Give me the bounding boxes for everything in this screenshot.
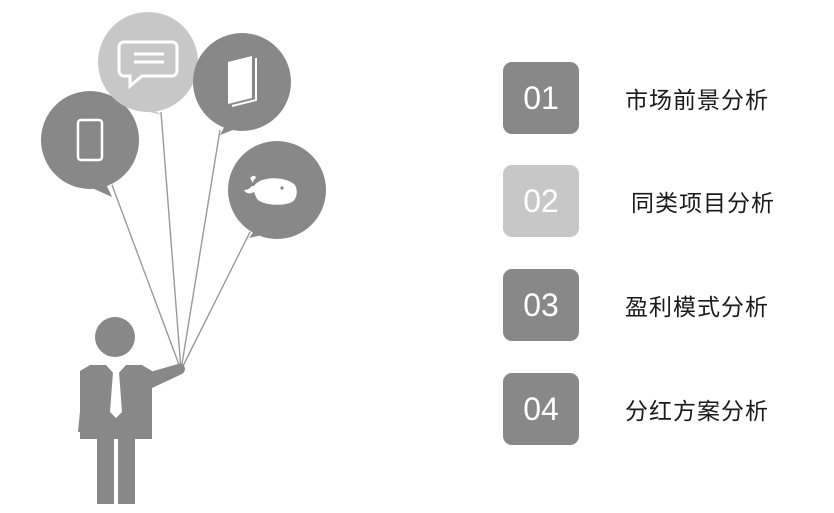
man-head	[95, 317, 135, 357]
agenda-label: 同类项目分析	[631, 191, 775, 217]
agenda-number-badge: 01	[503, 62, 579, 134]
chat-bubble-icon	[117, 40, 179, 90]
agenda-number-badge: 04	[503, 373, 579, 445]
agenda-number-badge: 03	[503, 269, 579, 341]
string-chat	[160, 111, 182, 371]
man-raised-arm	[150, 363, 185, 388]
agenda-item-4: 04 分红方案分析	[503, 373, 823, 445]
whale-icon	[244, 175, 297, 205]
balloon-man-illustration	[41, 12, 326, 504]
balloon-book	[193, 33, 291, 135]
man-tie	[110, 372, 122, 418]
agenda-item-1: 01 市场前景分析	[503, 62, 823, 134]
string-whale	[180, 231, 251, 371]
balloon-whale	[228, 141, 326, 239]
man-left-arm	[78, 370, 94, 432]
agenda-label: 市场前景分析	[625, 88, 769, 114]
agenda-item-3: 03 盈利模式分析	[503, 269, 823, 341]
balloon-phone	[41, 91, 139, 197]
man-right-leg	[118, 436, 135, 504]
phone-icon	[76, 118, 104, 162]
string-book	[180, 129, 221, 371]
agenda-label: 分红方案分析	[625, 399, 769, 425]
string-phone	[111, 184, 182, 371]
man-collar	[105, 364, 127, 376]
agenda-item-2: 02 同类项目分析	[503, 165, 823, 237]
balloon-chat	[98, 12, 198, 115]
agenda-label: 盈利模式分析	[625, 295, 769, 321]
agenda-number-badge: 02	[503, 165, 579, 237]
businessman-figure	[78, 317, 185, 504]
balloon-strings	[111, 111, 251, 371]
man-left-leg	[97, 436, 114, 504]
book-icon	[228, 56, 257, 107]
